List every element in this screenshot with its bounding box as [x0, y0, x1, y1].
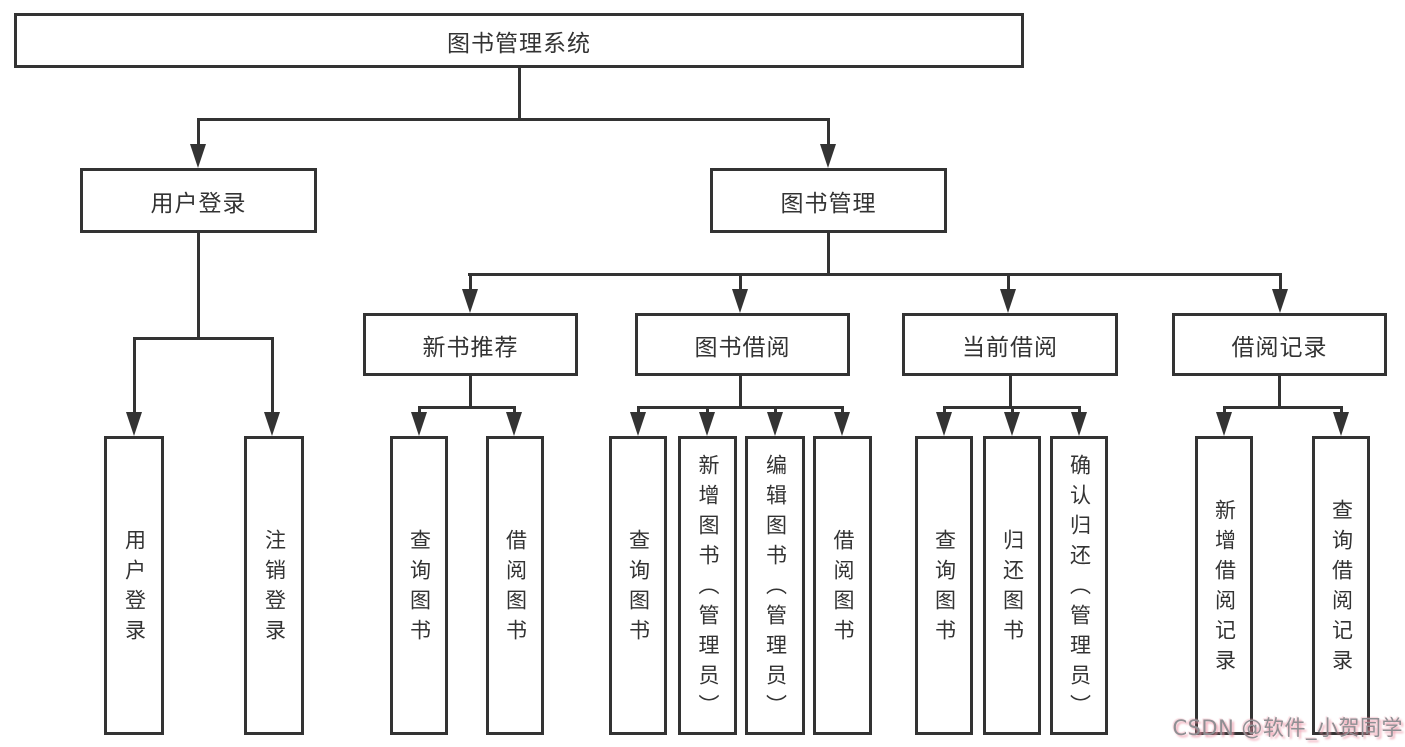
csdn-watermark: CSDN @软件_小贺同学 [1172, 716, 1403, 740]
node-book-borrow: 图书借阅 [635, 313, 850, 376]
leaf-add-borrow-record: 新增借阅记录 [1195, 436, 1253, 735]
connector-group-shaft [739, 273, 742, 293]
connector-user-login-hline [133, 337, 274, 340]
connector-book-borrow-hline [637, 406, 844, 409]
leaf-query-books: 查询图书 [609, 436, 667, 735]
connector-borrow-records-vline [1278, 375, 1281, 409]
leaf-confirm-return-admin: 确认归还（管理员） [1050, 436, 1108, 735]
arrow-down-icon [1216, 412, 1232, 436]
arrow-down-icon [732, 289, 748, 313]
connector-new-book-vline [469, 375, 472, 409]
node-current-borrow: 当前借阅 [902, 313, 1118, 376]
leaf-query-books: 查询图书 [915, 436, 973, 735]
arrow-down-icon [936, 412, 952, 436]
connector-group-shaft [1007, 273, 1010, 293]
connector-level1-hline [197, 118, 830, 121]
arrow-down-icon [820, 144, 836, 168]
connector-root-vline [518, 68, 521, 121]
node-user-login: 用户登录 [80, 168, 317, 233]
arrow-down-icon [126, 412, 142, 436]
connector-leaf-shaft [133, 337, 136, 415]
connector-book-borrow-vline [739, 375, 742, 409]
connector-leaf-shaft [271, 337, 274, 415]
leaf-return-books: 归还图书 [983, 436, 1041, 735]
arrow-down-icon [834, 412, 850, 436]
leaf-query-borrow-record: 查询借阅记录 [1312, 436, 1370, 735]
node-new-book-recommend: 新书推荐 [363, 313, 578, 376]
arrow-down-icon [1333, 412, 1349, 436]
arrow-down-icon [190, 144, 206, 168]
node-root-library-system: 图书管理系统 [14, 13, 1024, 68]
leaf-borrow-books: 借阅图书 [813, 436, 872, 735]
arrow-down-icon [506, 412, 522, 436]
arrow-down-icon [699, 412, 715, 436]
connector-group-shaft [469, 273, 472, 293]
connector-user-login-vline [197, 233, 200, 340]
connector-book-mgmt-hline [468, 273, 1282, 276]
arrow-down-icon [264, 412, 280, 436]
arrow-down-icon [630, 412, 646, 436]
node-book-management: 图书管理 [710, 168, 947, 233]
connector-book-mgmt-vline [827, 233, 830, 276]
leaf-user-login: 用户登录 [104, 436, 164, 735]
arrow-down-icon [462, 289, 478, 313]
connector-to-user-login-shaft [197, 118, 200, 148]
connector-borrow-records-hline [1223, 406, 1343, 409]
leaf-borrow-books: 借阅图书 [486, 436, 544, 735]
arrow-down-icon [767, 412, 783, 436]
arrow-down-icon [1004, 412, 1020, 436]
node-borrow-records: 借阅记录 [1172, 313, 1387, 376]
leaf-edit-books-admin: 编辑图书（管理员） [745, 436, 805, 735]
connector-current-borrow-vline [1009, 375, 1012, 409]
connector-new-book-hline [418, 406, 516, 409]
connector-group-shaft [1279, 273, 1282, 293]
leaf-logout: 注销登录 [244, 436, 304, 735]
arrow-down-icon [1071, 412, 1087, 436]
connector-to-book-mgmt-shaft [827, 118, 830, 148]
arrow-down-icon [411, 412, 427, 436]
arrow-down-icon [1000, 289, 1016, 313]
arrow-down-icon [1272, 289, 1288, 313]
leaf-add-books-admin: 新增图书（管理员） [678, 436, 737, 735]
leaf-query-books: 查询图书 [390, 436, 448, 735]
